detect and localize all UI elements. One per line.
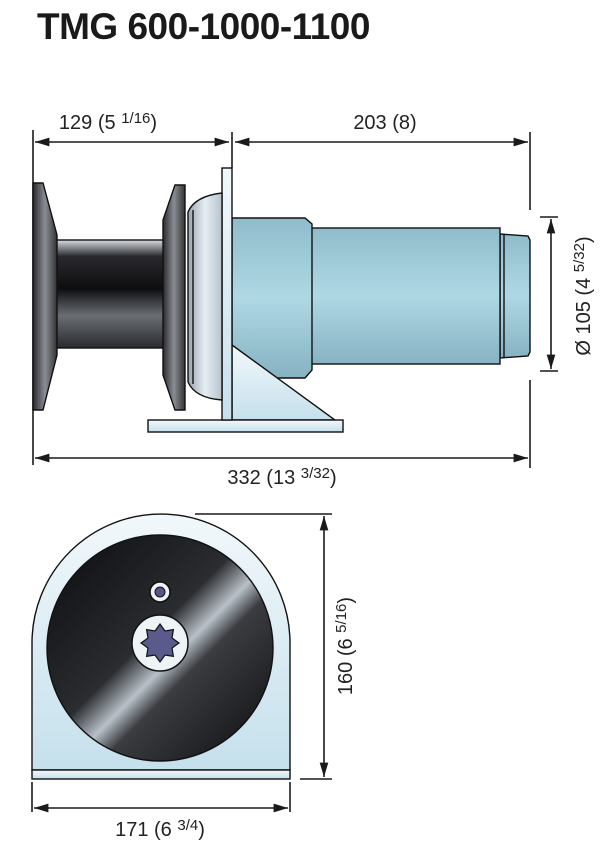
- inner-flange: [162, 184, 186, 411]
- front-dimension-lines: [31, 513, 332, 813]
- front-view: 160 (6 5/16) 171 (6 3/4): [31, 513, 357, 841]
- drum: [55, 239, 165, 349]
- dim-width: 171 (6 3/4): [115, 817, 205, 841]
- product-title: TMG 600-1000-1100: [37, 6, 370, 47]
- gearbox-dome: [187, 192, 223, 401]
- dim-motor-diameter: Ø 105 (4 5/32): [571, 236, 595, 355]
- side-view: 129 (5 1/16) 203 (8) 332 (13 3/32) Ø 105…: [32, 110, 595, 489]
- mounting-plate: [221, 167, 233, 421]
- motor-body: [309, 227, 501, 365]
- dim-spool-length: 129 (5 1/16): [59, 110, 157, 134]
- hub-star-icon: [139, 622, 181, 664]
- base-plate: [147, 419, 344, 433]
- dim-total-length: 332 (13 3/32): [227, 465, 336, 489]
- dim-motor-length: 203 (8): [353, 112, 416, 134]
- outer-flange: [32, 182, 58, 411]
- dim-height: 160 (6 5/16): [333, 597, 357, 695]
- front-base-plate: [31, 769, 291, 780]
